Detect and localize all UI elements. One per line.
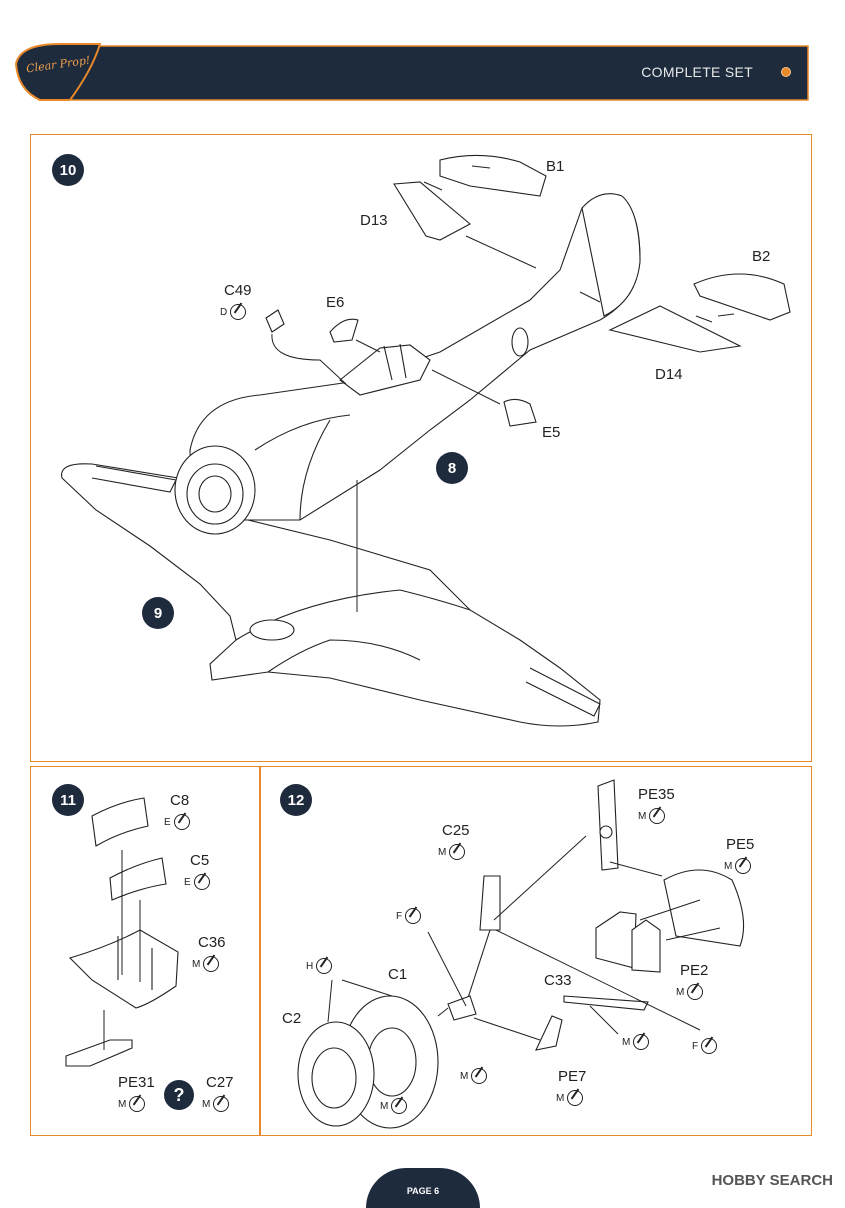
part-b1 xyxy=(439,154,547,197)
paint-pe7: M xyxy=(556,1090,584,1106)
label-c33: C33 xyxy=(544,972,572,989)
paint-brush-icon xyxy=(391,1098,408,1114)
paint-c25: M xyxy=(438,844,466,860)
step-9-badge: 9 xyxy=(142,597,174,629)
watermark: HOBBY SEARCH xyxy=(711,1172,833,1189)
paint-brush-icon xyxy=(213,1096,230,1112)
paint-brush-icon xyxy=(129,1096,146,1112)
step-10-badge: 10 xyxy=(52,154,84,186)
part-c5 xyxy=(109,857,167,901)
paint-f2: F xyxy=(692,1038,718,1054)
label-pe31: PE31 xyxy=(118,1074,155,1091)
label-c49: C49 xyxy=(224,282,252,299)
label-d14: D14 xyxy=(655,366,683,383)
paint-pe5: M xyxy=(724,858,752,874)
label-c1: C1 xyxy=(388,966,408,983)
step-11-badge: 11 xyxy=(52,784,84,816)
paint-brush-icon xyxy=(687,984,704,1000)
paint-brush-icon xyxy=(633,1034,650,1050)
paint-brush-icon xyxy=(203,956,220,972)
label-pe5: PE5 xyxy=(726,836,755,853)
panel-step-10 xyxy=(30,134,812,762)
paint-c49: D xyxy=(220,304,247,320)
paint-brush-icon xyxy=(193,874,210,890)
part-pe35 xyxy=(597,779,619,871)
paint-brush-icon xyxy=(471,1068,488,1084)
header-band xyxy=(14,43,809,101)
label-pe7: PE7 xyxy=(558,1068,587,1085)
header-title: COMPLETE SET xyxy=(641,64,753,80)
part-e5 xyxy=(503,398,537,427)
label-d13: D13 xyxy=(360,212,388,229)
paint-brush-icon xyxy=(173,814,190,830)
label-c36: C36 xyxy=(198,934,226,951)
part-c49 xyxy=(265,309,285,333)
label-e6: E6 xyxy=(326,294,345,311)
paint-brush-icon xyxy=(405,908,422,924)
label-b2: B2 xyxy=(752,248,771,265)
part-c8 xyxy=(91,797,149,847)
paint-brush-icon xyxy=(316,958,333,974)
paint-c8: E xyxy=(164,814,190,830)
strut xyxy=(479,875,501,931)
paint-c27: M xyxy=(202,1096,230,1112)
header-dot-icon xyxy=(781,67,791,77)
wing-outline xyxy=(61,463,601,727)
paint-c2: M xyxy=(380,1098,408,1114)
panel-step-12 xyxy=(260,766,812,1136)
paint-brush-icon xyxy=(649,808,666,824)
wheel-well xyxy=(249,619,295,641)
paint-pe2: M xyxy=(676,984,704,1000)
paint-c5: E xyxy=(184,874,210,890)
label-pe35: PE35 xyxy=(638,786,675,803)
paint-brush-icon xyxy=(567,1090,584,1106)
panel-step-11 xyxy=(30,766,260,1136)
paint-c33: M xyxy=(622,1034,650,1050)
paint-pe35: M xyxy=(638,808,666,824)
question-icon: ? xyxy=(164,1080,194,1110)
label-c25: C25 xyxy=(442,822,470,839)
paint-c36: M xyxy=(192,956,220,972)
label-c5: C5 xyxy=(190,852,210,869)
paint-brush-icon xyxy=(735,858,752,874)
part-pe7 xyxy=(535,1015,563,1051)
part-d14 xyxy=(608,305,742,353)
part-c33 xyxy=(563,995,649,1011)
paint-f1: F xyxy=(396,908,422,924)
label-b1: B1 xyxy=(546,158,565,175)
cockpit xyxy=(339,344,431,396)
paint-pe31: M xyxy=(118,1096,146,1112)
rudder xyxy=(581,193,641,317)
part-pe31 xyxy=(65,1039,133,1067)
part-pe5 xyxy=(663,869,745,947)
paint-brush-icon xyxy=(449,844,466,860)
label-e5: E5 xyxy=(542,424,561,441)
header-bar: Clear Prop! COMPLETE SET xyxy=(0,0,845,110)
label-c27: C27 xyxy=(206,1074,234,1091)
part-c36 xyxy=(68,929,179,1009)
paint-brush-icon xyxy=(701,1038,718,1054)
step-8-badge: 8 xyxy=(436,452,468,484)
paint-brush-icon xyxy=(230,304,247,320)
step-12-badge: 12 xyxy=(280,784,312,816)
paint-c1: M xyxy=(460,1068,488,1084)
part-e6 xyxy=(329,318,359,343)
paint-h: H xyxy=(306,958,333,974)
part-b2 xyxy=(693,273,791,321)
label-pe2: PE2 xyxy=(680,962,709,979)
part-d13 xyxy=(393,181,471,241)
label-c2: C2 xyxy=(282,1010,302,1027)
label-c8: C8 xyxy=(170,792,190,809)
